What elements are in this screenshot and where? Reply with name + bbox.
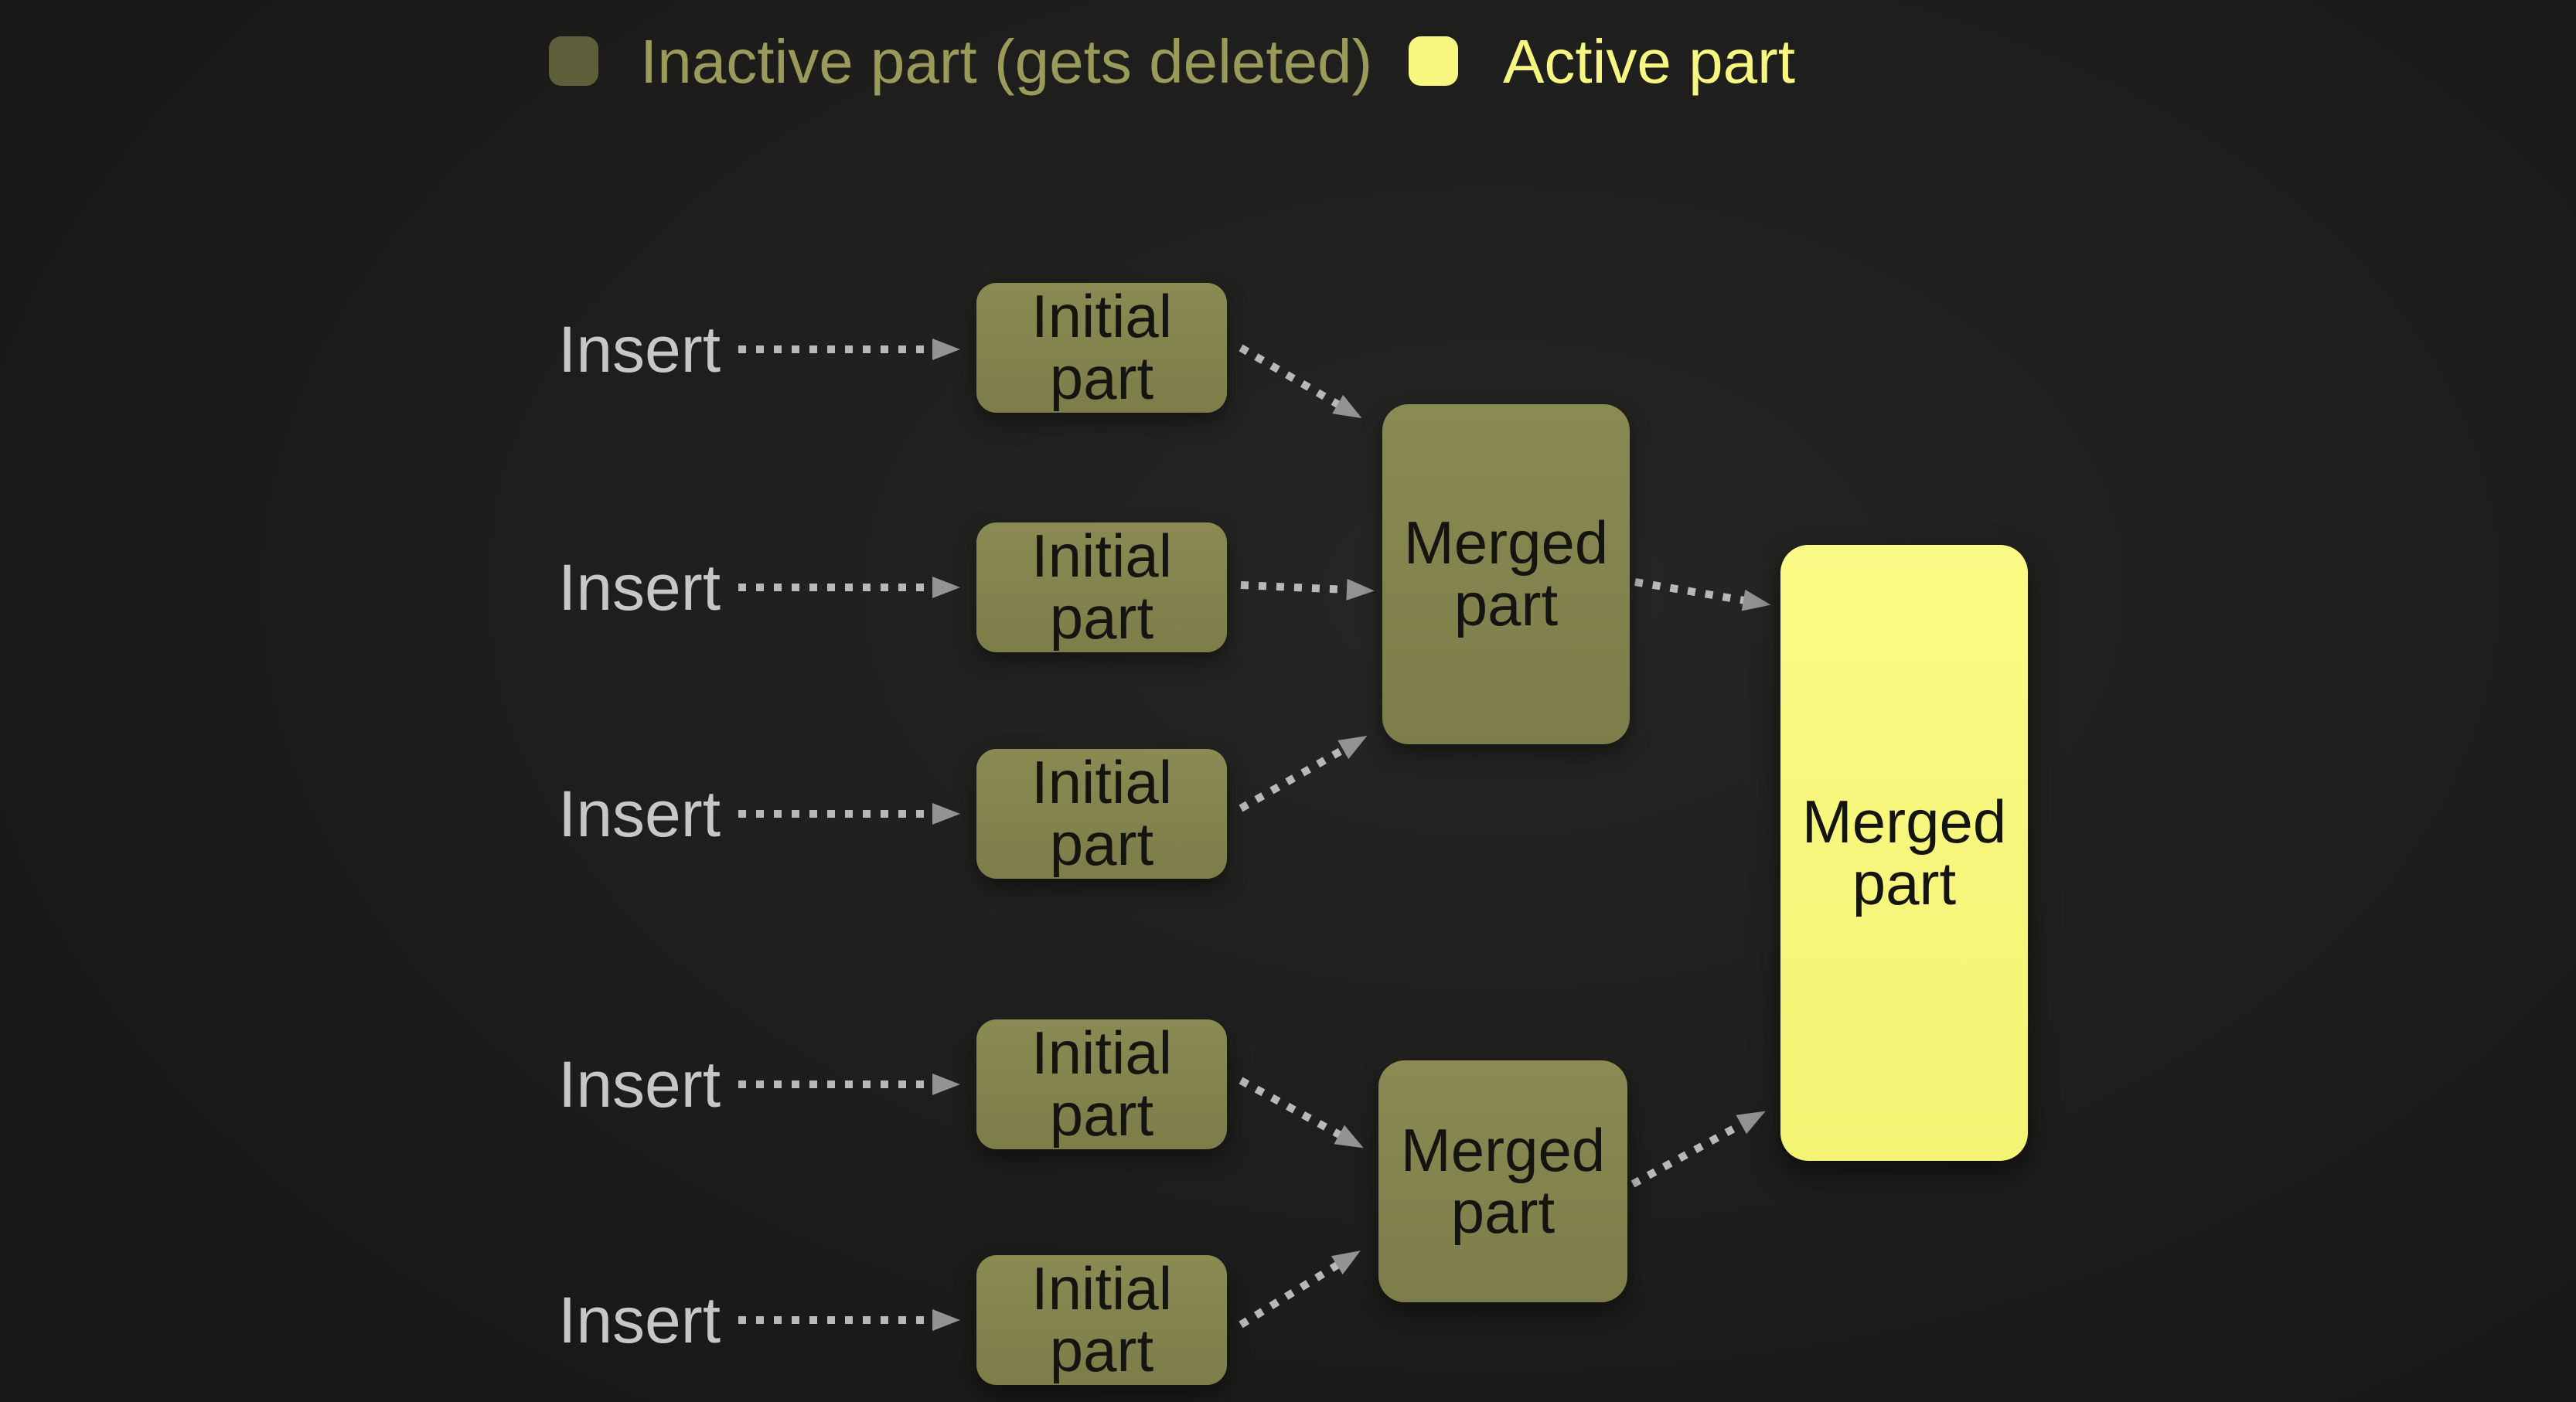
final-merged-part-label: Merged part xyxy=(1801,787,2007,917)
initial-part-label: Initial part xyxy=(1031,522,1173,652)
insert-label-1: Insert xyxy=(558,313,721,386)
insert-label-2: Insert xyxy=(558,551,721,624)
legend-inactive-swatch xyxy=(549,36,598,86)
insert-label-5: Insert xyxy=(558,1284,721,1356)
arrow-initial1-to-merged1 xyxy=(1239,344,1362,419)
merged-part-box-2: Merged part xyxy=(1378,1060,1627,1302)
arrow-merged1-to-final xyxy=(1634,578,1771,611)
final-merged-part-box: Merged part xyxy=(1780,545,2028,1161)
arrow-merged2-to-final xyxy=(1630,1111,1766,1188)
initial-part-box-4: Initial part xyxy=(976,1019,1227,1149)
arrow-initial3-to-merged1 xyxy=(1239,736,1368,812)
initial-part-box-5: Initial part xyxy=(976,1255,1227,1385)
legend-inactive-label: Inactive part (gets deleted) xyxy=(640,27,1373,96)
merged-part-box-1: Merged part xyxy=(1382,404,1630,744)
initial-part-label: Initial part xyxy=(1031,1019,1173,1148)
initial-part-label: Initial part xyxy=(1031,282,1173,412)
initial-part-box-3: Initial part xyxy=(976,749,1227,879)
arrow-initial5-to-merged2 xyxy=(1239,1251,1361,1329)
insert-label-3: Insert xyxy=(558,778,721,850)
initial-part-box-1: Initial part xyxy=(976,283,1227,413)
arrow-initial2-to-merged1 xyxy=(1240,578,1375,601)
arrow-initial4-to-merged2 xyxy=(1239,1077,1364,1148)
initial-part-label: Initial part xyxy=(1031,1254,1173,1384)
initial-part-box-2: Initial part xyxy=(976,522,1227,652)
insert-label-4: Insert xyxy=(558,1048,721,1121)
merged-part-label: Merged part xyxy=(1400,1115,1606,1246)
merged-part-label: Merged part xyxy=(1403,509,1609,638)
legend-active-label: Active part xyxy=(1503,27,1795,96)
initial-part-label: Initial part xyxy=(1031,748,1173,878)
legend-active-swatch xyxy=(1409,36,1458,86)
